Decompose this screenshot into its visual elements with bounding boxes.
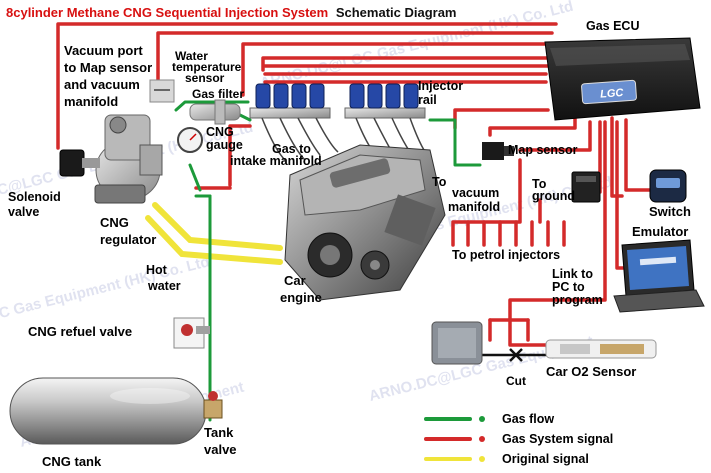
svg-text:Solenoid: Solenoid <box>8 190 61 204</box>
original-signal-wires <box>145 202 283 265</box>
svg-text:Gas flow: Gas flow <box>502 412 554 426</box>
diagram-title: 8cylinder Methane CNG Sequential Injecti… <box>6 5 457 20</box>
svg-text:ground: ground <box>532 189 575 203</box>
label-car-o2-sensor: Car O2 Sensor <box>546 364 636 379</box>
label-solenoid-valve: Solenoid valve <box>8 190 61 219</box>
label-gas-to-intake: Gas to intake manifold <box>230 142 322 168</box>
title-black: Schematic Diagram <box>336 5 457 20</box>
legend-gas-flow: Gas flow <box>424 412 554 426</box>
svg-text:Car: Car <box>284 273 306 288</box>
tank-valve <box>203 391 223 419</box>
svg-text:sensor: sensor <box>185 71 225 85</box>
label-cng-tank: CNG tank <box>42 454 102 469</box>
water-temperature-sensor <box>149 79 175 103</box>
label-gas-ecu: Gas ECU <box>586 19 640 33</box>
svg-text:Gas System signal: Gas System signal <box>502 432 613 446</box>
svg-text:To: To <box>432 175 447 189</box>
o2-sensor <box>545 339 657 359</box>
label-to-vacuum-manifold: To vacuum manifold <box>432 175 500 214</box>
svg-text:Hot: Hot <box>146 263 168 277</box>
svg-text:manifold: manifold <box>64 94 118 109</box>
cng-gauge <box>177 127 203 153</box>
svg-text:program: program <box>552 293 603 307</box>
svg-text:Injector: Injector <box>418 79 463 93</box>
cng-regulator <box>94 114 163 204</box>
laptop <box>613 239 705 313</box>
svg-text:Tank: Tank <box>204 425 234 440</box>
svg-text:Gas to: Gas to <box>272 142 311 156</box>
car-engine <box>284 144 446 301</box>
label-cng-gauge: CNG gauge <box>206 125 243 152</box>
svg-text:valve: valve <box>204 442 237 457</box>
label-cng-regulator: CNG regulator <box>100 215 156 247</box>
label-car-engine: Car engine <box>280 273 322 305</box>
svg-text:temperature: temperature <box>172 60 242 74</box>
label-cng-refuel-valve: CNG refuel valve <box>28 324 132 339</box>
label-water-temp: Water temperature sensor <box>172 49 242 85</box>
svg-text:and vacuum: and vacuum <box>64 77 140 92</box>
svg-text:gauge: gauge <box>206 138 243 152</box>
svg-text:engine: engine <box>280 290 322 305</box>
switch <box>649 169 687 203</box>
svg-text:CNG: CNG <box>206 125 234 139</box>
svg-text:to Map sensor: to Map sensor <box>64 60 152 75</box>
label-to-petrol-injectors: To petrol injectors <box>452 248 560 262</box>
svg-text:CNG: CNG <box>100 215 129 230</box>
injector-rail-right <box>344 83 426 119</box>
label-to-ground: To ground <box>532 177 575 203</box>
label-vacuum-port: Vacuum port to Map sensor and vacuum man… <box>64 43 152 109</box>
svg-text:rail: rail <box>418 93 437 107</box>
legend: Gas flow Gas System signal Original sign… <box>424 412 613 466</box>
map-sensor <box>482 142 514 160</box>
label-switch: Switch <box>649 204 691 219</box>
label-tank-valve: Tank valve <box>204 425 237 457</box>
svg-text:water: water <box>147 279 181 293</box>
cng-refuel-valve <box>173 317 210 349</box>
cng-tank <box>9 377 207 445</box>
label-gas-filter: Gas filter <box>192 87 244 101</box>
petrol-ecu-module <box>431 321 483 365</box>
svg-text:manifold: manifold <box>448 200 500 214</box>
gas-filter <box>189 99 241 125</box>
label-injector-rail: Injector rail <box>418 79 463 107</box>
svg-text:vacuum: vacuum <box>452 186 499 200</box>
svg-text:Link to: Link to <box>552 267 593 281</box>
emulator <box>571 171 601 203</box>
label-hot-water: Hot water <box>146 263 181 293</box>
gas-ecu: LGC Gas ECU <box>544 19 701 121</box>
title-red: 8cylinder Methane CNG Sequential Injecti… <box>6 5 328 20</box>
svg-text:PC to: PC to <box>552 280 585 294</box>
label-link-to-pc: Link to PC to program <box>552 267 603 307</box>
svg-text:regulator: regulator <box>100 232 156 247</box>
svg-text:To: To <box>532 177 547 191</box>
svg-text:Original signal: Original signal <box>502 452 589 466</box>
label-emulator: Emulator <box>632 224 688 239</box>
svg-text:Vacuum port: Vacuum port <box>64 43 143 58</box>
label-cut: Cut <box>506 374 526 388</box>
svg-text:intake manifold: intake manifold <box>230 154 322 168</box>
solenoid-valve <box>59 149 100 177</box>
legend-gas-system-signal: Gas System signal <box>424 432 613 446</box>
label-map-sensor: Map sensor <box>508 143 578 157</box>
injector-rail-left <box>249 83 331 119</box>
ecu-logo-text: LGC <box>600 87 625 101</box>
svg-text:valve: valve <box>8 205 39 219</box>
svg-text:Water: Water <box>175 49 208 63</box>
legend-original-signal: Original signal <box>424 452 589 466</box>
